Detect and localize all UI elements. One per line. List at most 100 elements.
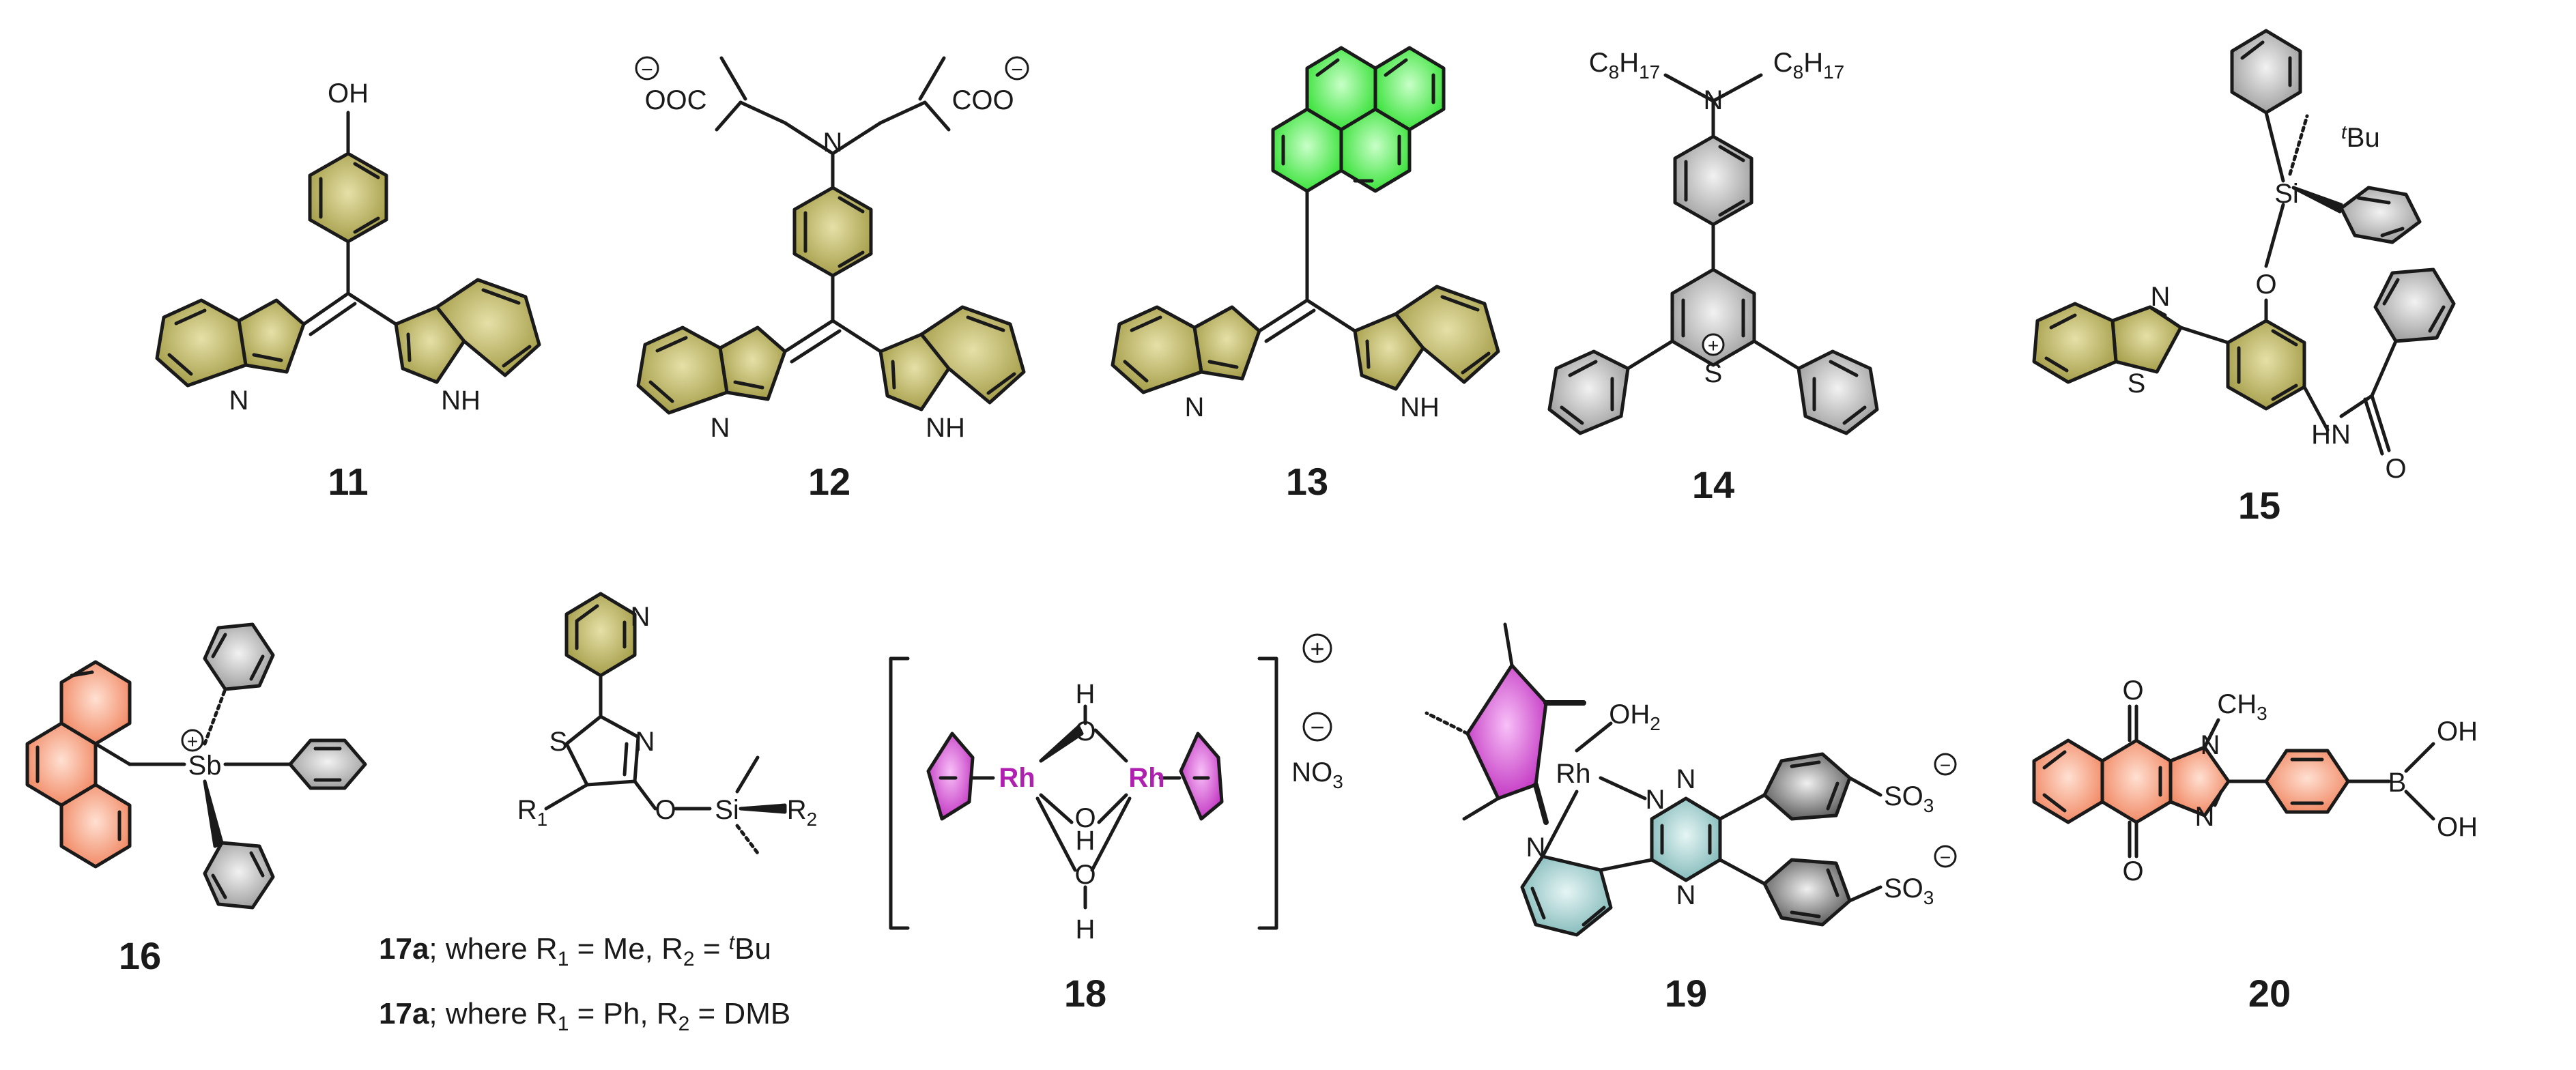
atom-label-s-thiazole: S — [2128, 368, 2146, 399]
atom-label-rh-left: Rh — [999, 763, 1035, 793]
charge-minus-so3-upper: − — [1940, 755, 1951, 776]
charge-minus-left: − — [641, 59, 653, 81]
atom-label-o: O — [2255, 270, 2276, 300]
compound-number-15: 15 — [2238, 484, 2280, 527]
atom-label-n-triazine-3: N — [1676, 880, 1696, 910]
charge-minus-nitrate: − — [1310, 713, 1324, 741]
compound-18-structure — [889, 656, 1278, 930]
atom-label-n-methyl: N — [2201, 730, 2220, 760]
atom-label-c8h17-left: C8H17 — [1589, 48, 1661, 83]
compound-11-structure — [155, 111, 541, 388]
atom-label-o-quinone-bottom: O — [2122, 856, 2143, 886]
compound-17-structure — [544, 592, 787, 855]
left-indolenine-five-ring — [1192, 305, 1261, 381]
atom-label-n: N — [711, 413, 730, 443]
left-bracket — [889, 656, 910, 930]
cp-star-ring — [1465, 663, 1548, 800]
atom-label-o-17: O — [655, 795, 676, 825]
atom-label-tbu: tBu — [2341, 121, 2380, 153]
atom-label-oh-bottom: OH — [2437, 812, 2478, 842]
atom-label-o-amide: O — [2385, 454, 2406, 484]
right-indole-benzo-ring — [919, 305, 1026, 405]
atom-label-oh-top: OH — [2437, 717, 2478, 747]
compound-20-structure — [2032, 704, 2435, 858]
atom-label-n: N — [229, 386, 249, 416]
left-indolenine-five-ring — [718, 326, 787, 401]
compound-number-13: 13 — [1286, 460, 1328, 503]
atom-label-oh2: OH2 — [1609, 699, 1661, 734]
atom-label-o-quinone-top: O — [2122, 676, 2143, 706]
right-indole-five-ring — [1353, 312, 1425, 391]
charge-plus-complex: + — [1310, 635, 1324, 663]
legend-17a-line-1: 17a; where R1 = Me, R2 = tBu — [379, 931, 771, 970]
atom-label-n-imidazole: N — [2195, 802, 2215, 832]
atom-label-n-14: N — [1704, 85, 1723, 115]
right-indole-five-ring — [878, 332, 951, 411]
thiazole-ring — [2110, 305, 2183, 374]
compound-14-structure — [1547, 73, 1879, 435]
compound-number-20: 20 — [2248, 972, 2291, 1015]
atom-label-n: N — [1185, 392, 1205, 422]
thiopyrylium-ring — [1670, 268, 1756, 367]
atom-label-ooc: OOC — [644, 85, 706, 115]
compound-15-structure — [2032, 29, 2456, 456]
atom-label-h-bottom: H — [1076, 914, 1096, 944]
compound-number-14: 14 — [1692, 463, 1734, 506]
atom-label-so3-lower: SO3 — [1884, 873, 1934, 908]
atom-label-n-12: N — [823, 128, 843, 158]
charge-minus-so3-lower: − — [1940, 847, 1951, 868]
atom-label-o-top: O — [1074, 717, 1096, 747]
naphthoquinone-benzo-ring — [2032, 738, 2104, 824]
atom-label-nh: NH — [926, 413, 965, 443]
atom-label-r1: R1 — [517, 795, 547, 830]
atom-label-nh: NH — [1400, 392, 1440, 422]
benzoyl-ring — [2373, 268, 2456, 343]
charge-plus-s: + — [1708, 335, 1719, 356]
atom-label-n-thiazole: N — [2151, 282, 2171, 312]
atom-label-n-thiazole-17: N — [635, 727, 655, 757]
atom-label-n-triazine-1: N — [1646, 785, 1665, 815]
charge-minus-right: − — [1011, 59, 1023, 81]
atom-label-b: B — [2388, 768, 2407, 798]
atom-label-rh-19: Rh — [1556, 759, 1590, 789]
atom-label-s-17: S — [549, 727, 568, 757]
charge-plus-sb: + — [187, 731, 198, 752]
atom-label-o-mid: O — [1074, 803, 1096, 833]
right-bracket — [1257, 656, 1278, 930]
compound-number-16: 16 — [119, 934, 161, 977]
atom-label-ch3: CH3 — [2217, 689, 2267, 724]
atom-label-rh-right: Rh — [1128, 763, 1164, 793]
compound-12-structure — [636, 56, 1026, 415]
atom-label-coo: COO — [951, 85, 1014, 115]
counterion-nitrate: NO3 — [1291, 757, 1343, 792]
atom-label-n-pyridine: N — [631, 602, 650, 632]
right-indole-five-ring — [394, 305, 466, 384]
atom-label-oh: OH — [328, 78, 369, 109]
atom-label-sb: Sb — [188, 751, 222, 781]
compound-19-structure — [1425, 622, 1883, 937]
atom-label-so3-upper: SO3 — [1884, 781, 1934, 816]
atom-label-n-triazine-2: N — [1676, 764, 1696, 794]
atom-label-hn: HN — [2311, 420, 2351, 450]
atom-label-h-top: H — [1076, 679, 1096, 709]
compound-number-12: 12 — [808, 460, 850, 503]
pyrene-ring-4 — [1339, 107, 1412, 193]
atom-label-nh: NH — [441, 386, 481, 416]
compound-number-19: 19 — [1665, 972, 1707, 1015]
legend-17a-line-2: 17a; where R1 = Ph, R2 = DMB — [379, 997, 790, 1035]
compound-16-structure — [25, 622, 367, 910]
compound-number-11: 11 — [328, 460, 368, 503]
atom-label-c8h17-right: C8H17 — [1773, 48, 1845, 83]
right-indole-benzo-ring — [435, 278, 541, 377]
atom-label-r2: R2 — [787, 795, 817, 830]
atom-label-si-17: Si — [715, 795, 739, 825]
right-indole-benzo-ring — [1394, 285, 1500, 384]
compound-13-structure — [1111, 46, 1500, 394]
anthracene-ring-3 — [59, 783, 132, 869]
atom-label-h-mid: H — [1076, 826, 1096, 856]
thiazole-ring-17 — [564, 714, 640, 787]
atom-label-o-bottom: O — [1074, 860, 1096, 890]
left-indolenine-five-ring — [237, 298, 306, 374]
atom-label-s: S — [1704, 358, 1723, 388]
